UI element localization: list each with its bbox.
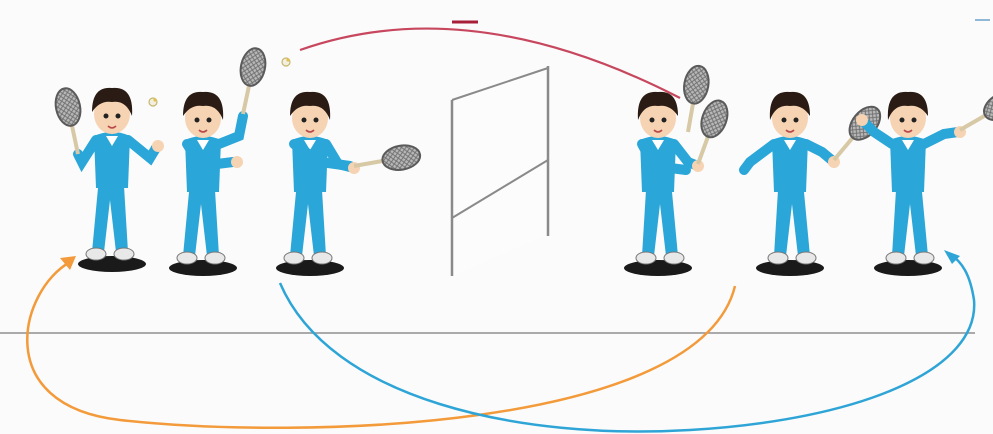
racket-icon	[352, 143, 422, 178]
left-player-3	[276, 92, 422, 276]
badminton-net-icon	[452, 66, 548, 276]
rotation-arrow-orange	[27, 256, 735, 428]
racket-icon	[231, 46, 268, 117]
rotation-arrow-blue	[280, 250, 974, 431]
shuttlecock-icon	[149, 98, 157, 106]
racket-icon	[52, 86, 89, 157]
left-player-2	[169, 46, 269, 276]
left-player-1	[52, 86, 164, 272]
shuttlecock-icon	[282, 58, 290, 66]
right-player-1	[624, 64, 732, 276]
